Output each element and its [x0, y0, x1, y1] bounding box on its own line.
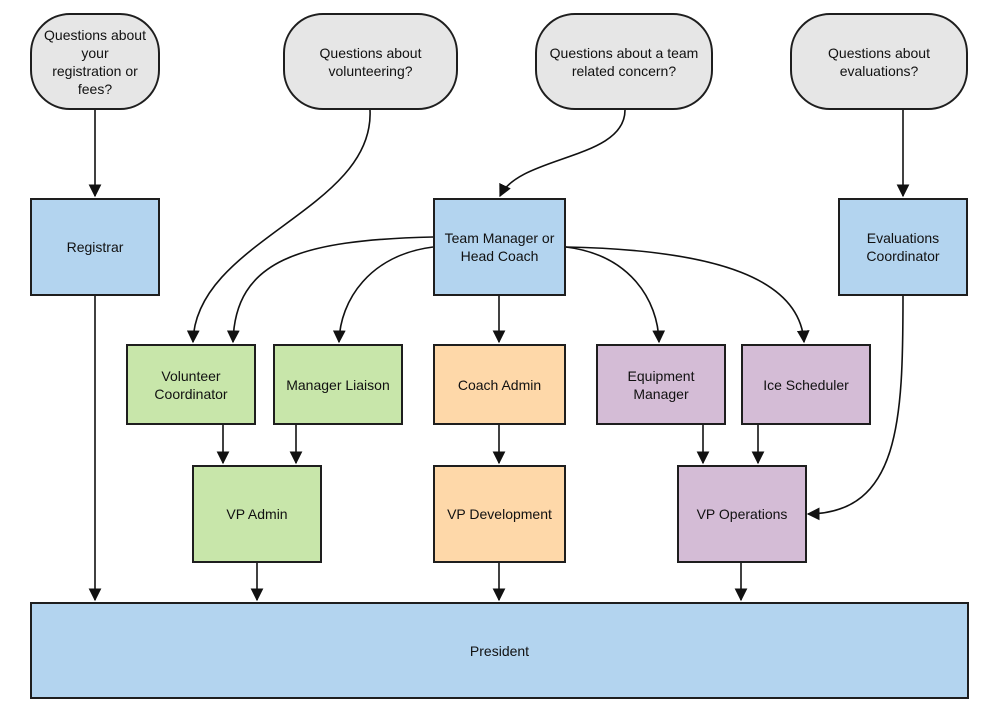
- role-equipment-manager: Equipment Manager: [596, 344, 726, 425]
- role-evaluations-coordinator: Evaluations Coordinator: [838, 198, 968, 296]
- question-registration: Questions about your registration or fee…: [30, 13, 160, 110]
- edge-team-manager-to-ice-scheduler: [565, 246, 810, 344]
- edge-team-manager-to-volunteer-coordinator: [226, 236, 434, 344]
- role-president: President: [30, 602, 969, 699]
- edge-team-manager-to-equipment-manager: [565, 246, 666, 344]
- edge-volunteering-to-volunteer-coordinator: [186, 109, 371, 344]
- role-volunteer-coordinator: Volunteer Coordinator: [126, 344, 256, 425]
- role-coach-admin: Coach Admin: [433, 344, 566, 425]
- edge-evaluations-coordinator-to-vp-operations: [806, 295, 904, 521]
- role-team-manager: Team Manager or Head Coach: [433, 198, 566, 296]
- role-vp-development: VP Development: [433, 465, 566, 563]
- edge-team-manager-to-manager-liaison: [332, 246, 434, 344]
- question-volunteering: Questions about volunteering?: [283, 13, 458, 110]
- edge-team-question-to-team-manager: [499, 109, 626, 198]
- role-vp-admin: VP Admin: [192, 465, 322, 563]
- question-team-concern: Questions about a team related concern?: [535, 13, 713, 110]
- role-registrar: Registrar: [30, 198, 160, 296]
- question-evaluations: Questions about evaluations?: [790, 13, 968, 110]
- role-manager-liaison: Manager Liaison: [273, 344, 403, 425]
- role-vp-operations: VP Operations: [677, 465, 807, 563]
- role-ice-scheduler: Ice Scheduler: [741, 344, 871, 425]
